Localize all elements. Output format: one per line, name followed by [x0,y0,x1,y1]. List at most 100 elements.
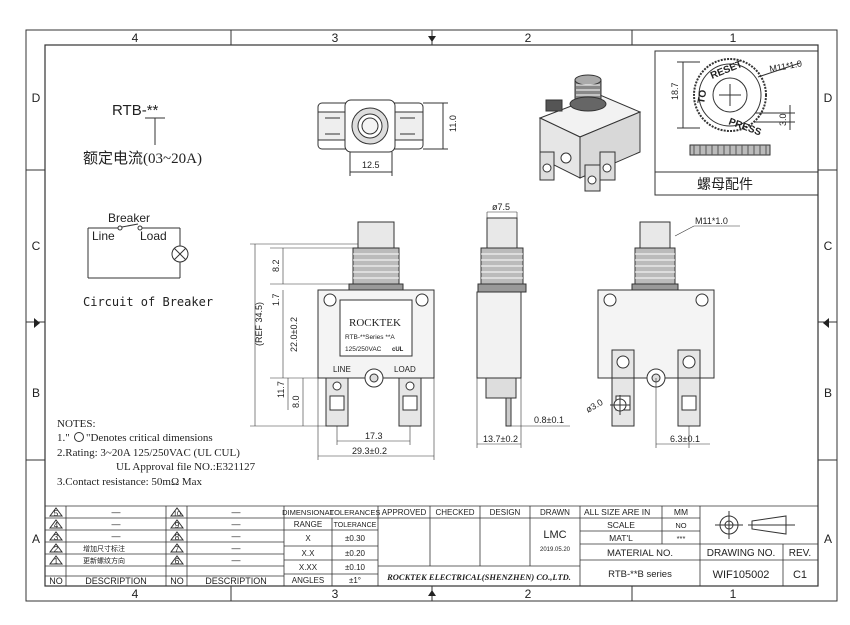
note-1-text: "Denotes critical dimensions [86,432,213,444]
front-load-label: LOAD [394,365,416,374]
tolerance-value: ±1° [349,576,361,585]
revision-no: 8 [175,533,180,542]
center-arrow-top [428,36,436,42]
revision-no: 2 [54,545,59,554]
front-view [250,221,435,460]
col-label: 2 [525,587,532,601]
model-label: RTB-** 额定电流(03~20A) [83,102,202,167]
dim-term-b: 8.0 [291,395,301,408]
nut-to-text: TO [696,89,709,105]
dim-rear-offset: 6.3±0.1 [670,434,700,444]
dim-side-depth: 13.7±0.2 [483,434,518,444]
dim-side-tab: 0.8±0.1 [534,415,564,425]
critical-dimension-icon [74,432,84,442]
revision-no: 3 [54,533,59,542]
revision-row: 6 — [170,555,241,566]
revision-row: 3 — [49,531,121,542]
revision-row: 4 — [49,519,121,530]
scale-value: NO [675,521,686,530]
drawing-no: WIF105002 [713,569,770,581]
top-view [317,99,448,176]
dim-side-dia: ø7.5 [492,202,510,212]
front-cert-mark: cUL [392,347,404,353]
nut-caption: 螺母配件 [697,177,753,193]
isometric-view [538,74,642,192]
dim-top-width: 12.5 [362,160,380,170]
tolerance-range: X.X [302,549,316,558]
revision-desc: — [112,507,121,517]
rear-view [597,221,740,448]
schematic-caption: Circuit of Breaker [83,295,213,309]
approved-label: APPROVED [382,508,427,517]
revision-desc: 更新螺纹方向 [83,556,125,565]
tolerance-range: X [305,534,311,543]
material-value: *** [677,534,686,543]
rev-label: REV. [789,548,811,559]
checked-label: CHECKED [435,508,474,517]
dim-pitch: 17.3 [365,431,383,441]
drawn-date: 2019.05.20 [540,547,571,553]
revision-no-header: NO [170,576,184,586]
revision-desc: — [232,519,241,529]
material-no-label: MATERIAL NO. [607,548,673,559]
row-label: C [32,239,41,253]
revision-no: 9 [175,521,180,530]
revision-desc: 增加尺寸标注 [83,544,125,553]
projection-symbol-icon [715,511,795,539]
revision-row: 2 增加尺寸标注 [49,543,125,554]
col-label: 1 [730,587,737,601]
revision-row: 8 — [170,531,241,542]
note-1-prefix: 1." [57,432,70,444]
revision-row: 5 — [49,507,121,518]
col-label: 2 [525,31,532,45]
row-label: D [824,91,833,105]
notes: NOTES: 1." "Denotes critical dimensions … [57,418,256,488]
dim-term-a: 11.7 [276,381,286,398]
drawing-no-label: DRAWING NO. [707,548,776,559]
dim-top-height: 11.0 [448,115,458,132]
revision-desc: — [232,555,241,565]
material-no-value: RTB-**B series [608,569,672,580]
front-line-label: LINE [333,365,351,374]
rated-current-label: 额定电流(03~20A) [83,150,202,167]
revision-no: 1 [54,557,59,566]
dim-ref: (REF 34.5) [254,302,264,346]
front-brand: ROCKTEK [349,317,401,329]
note-2: 2.Rating: 3~20A 125/250VAC (UL CUL) [57,447,240,459]
center-arrow-left [34,318,40,328]
design-label: DESIGN [490,508,521,517]
row-label: A [32,532,40,546]
nut-height-dim: 18.7 [670,82,680,100]
col-label: 3 [332,587,339,601]
rev-value: C1 [793,569,807,581]
tolerance-table: DIMENSIONAL TOLERANCES RANGE TOLERANCE X… [282,508,380,585]
col-label: 4 [132,587,139,601]
size-value: MM [674,507,688,517]
company-name: ROCKTEK ELECTRICAL(SHENZHEN) CO.,LTD. [386,572,571,582]
material-label: MAT'L [609,533,633,543]
revision-no: 6 [175,557,180,566]
size-label: ALL SIZE ARE IN [584,507,650,517]
revision-desc: — [112,531,121,541]
revision-desc: — [232,507,241,517]
revision-no: 7 [175,545,180,554]
row-label: C [824,239,833,253]
center-arrow-right [823,318,829,328]
tolerance-range: X.XX [299,563,318,572]
revision-table: 5 — 4 — 3 — 2 增加尺寸标注 1 更新螺纹方向 10 — [49,507,267,586]
tolerance-header-1: DIMENSIONAL [282,508,334,517]
schematic-breaker-label: Breaker [108,211,150,225]
revision-row: 7 — [170,543,241,554]
front-rating: 125/250VAC [345,346,382,353]
revision-desc: — [232,543,241,553]
bottom-block [45,505,818,586]
dim-rear-thread: M11*1.0 [695,216,728,226]
tolerance-range-header: RANGE [294,520,322,529]
front-series: RTB-**Series **A [345,334,395,341]
revision-row: 10 — [170,507,241,518]
note-3: 3.Contact resistance: 50mΩ Max [57,476,203,488]
revision-no-header: NO [49,576,63,586]
note-2b: UL Approval file NO.:E321127 [116,461,256,473]
tolerance-tol-header: TOLERANCE [334,522,377,529]
